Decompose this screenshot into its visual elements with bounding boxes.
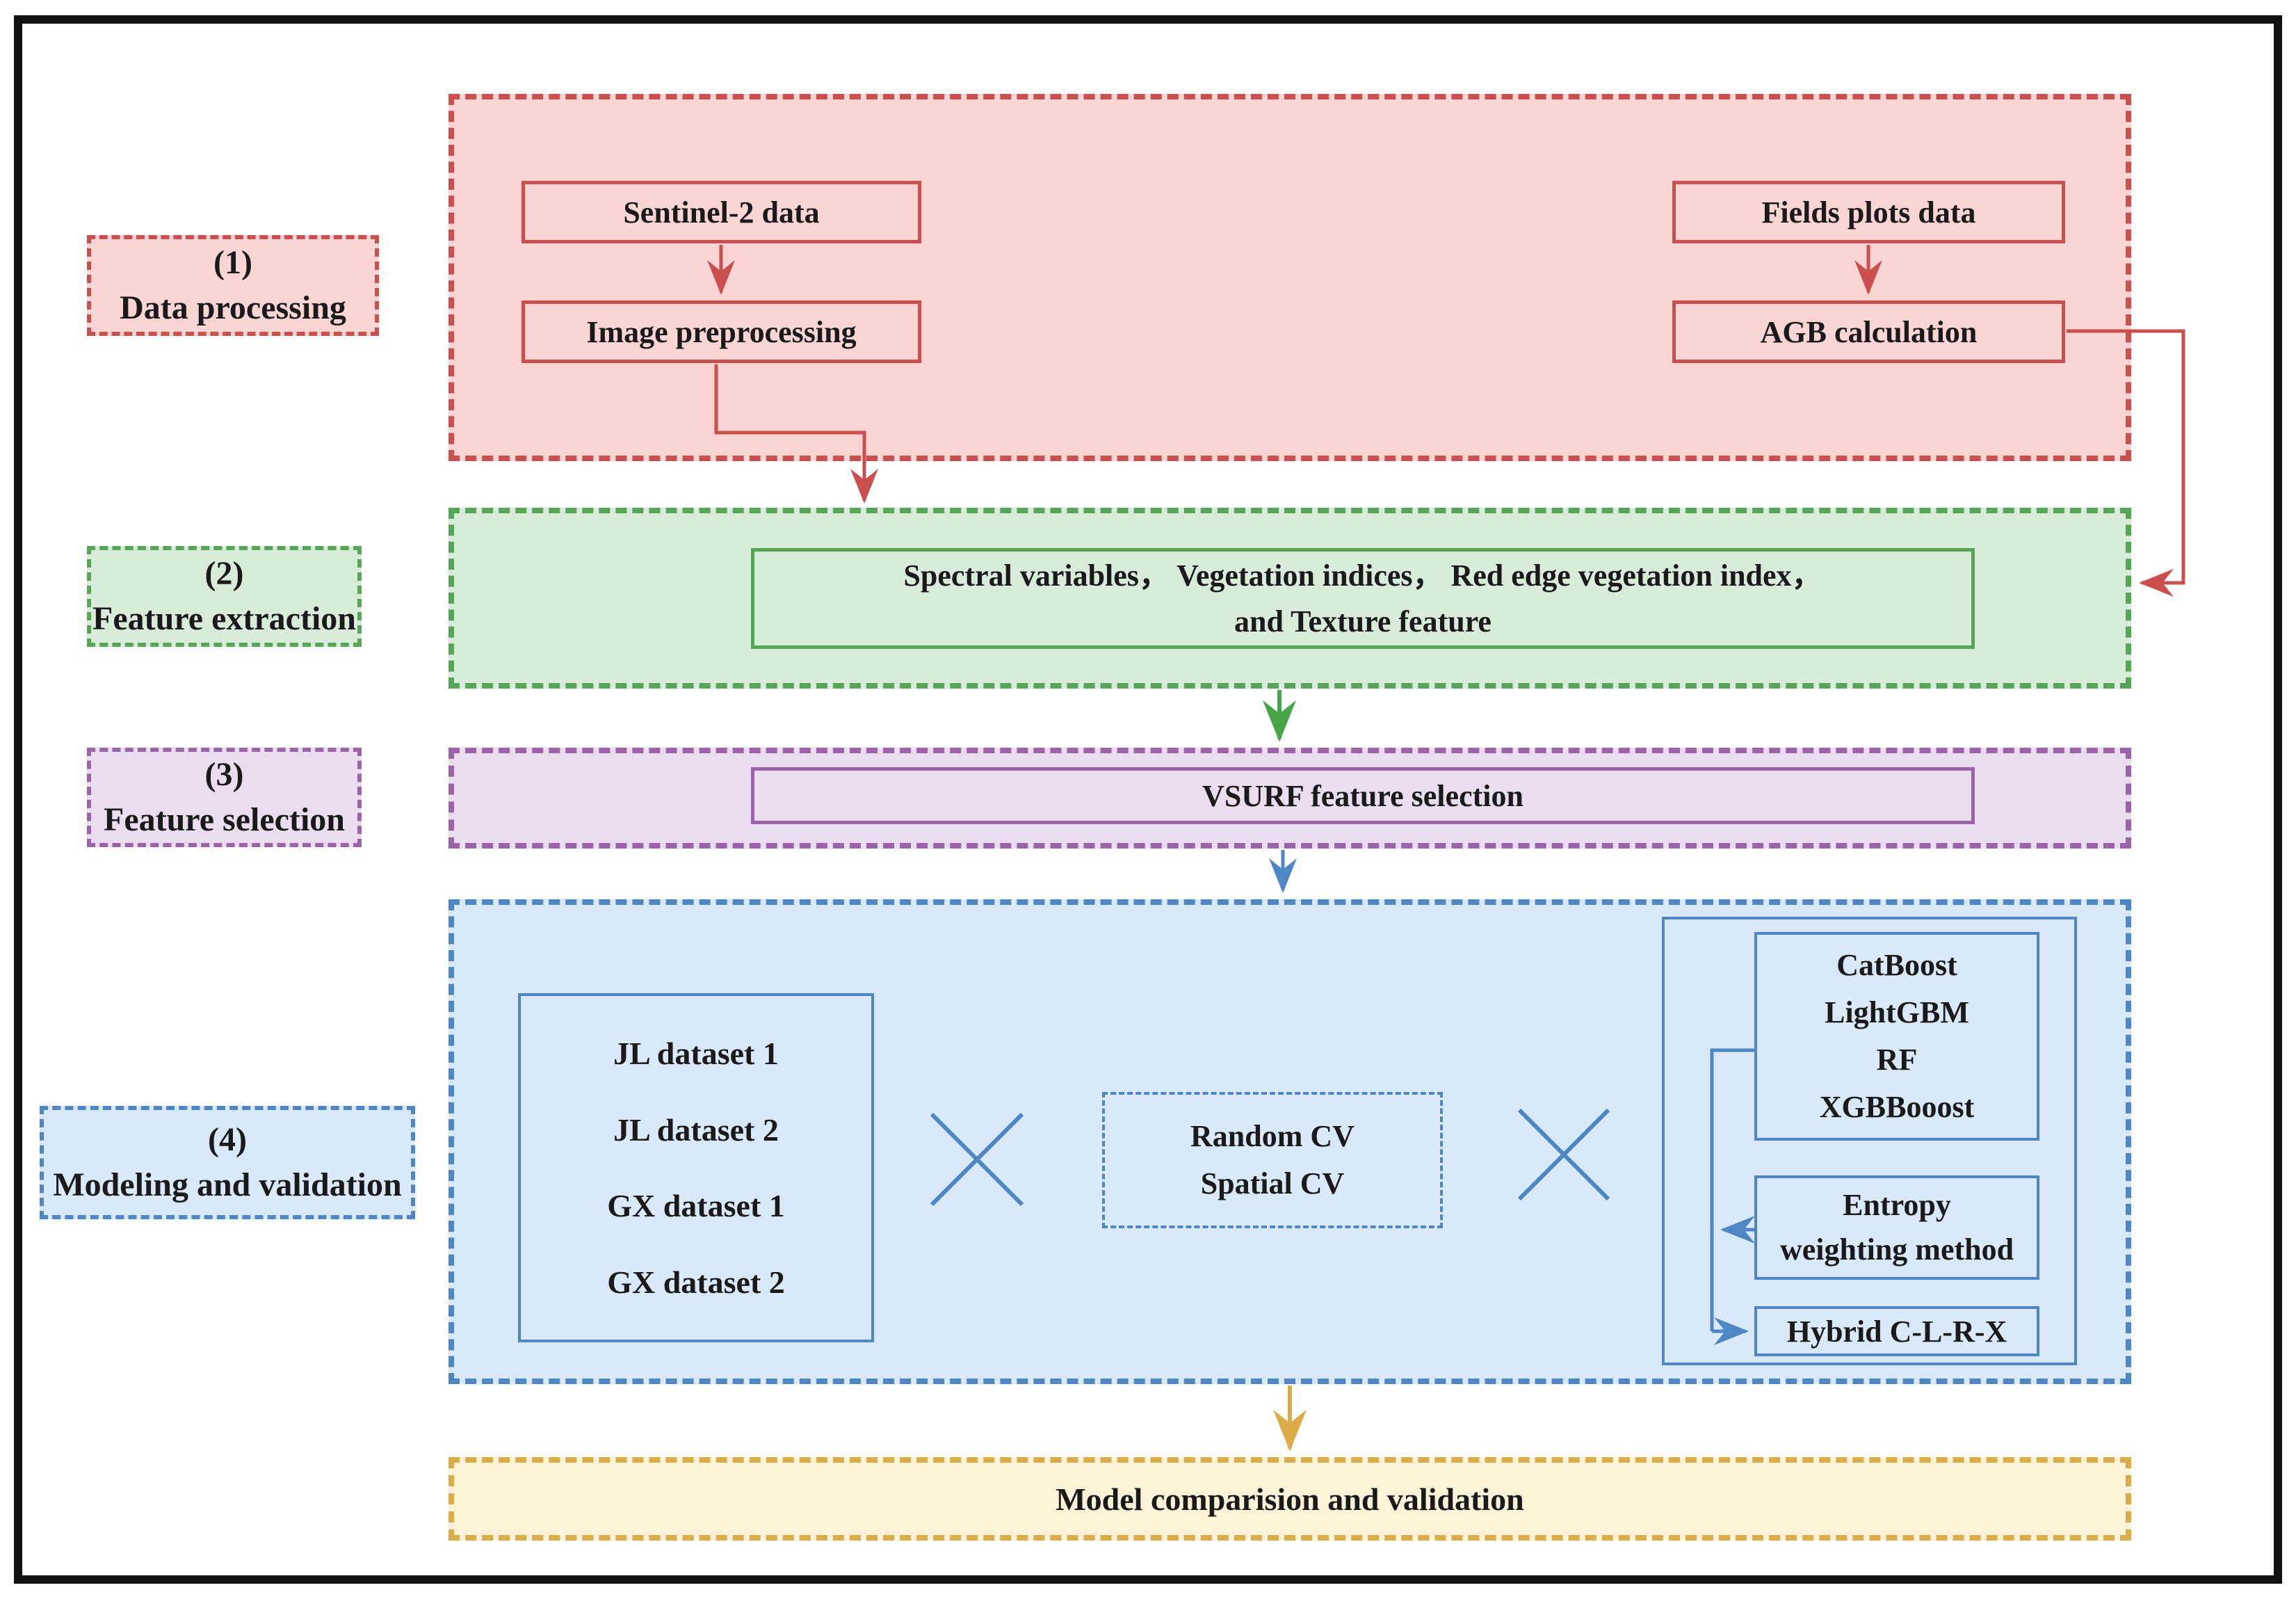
- sentinel2-data-label: Sentinel-2 data: [623, 195, 820, 230]
- model-item: LightGBM: [1825, 995, 1969, 1029]
- entropy-weighting-box: Entropy weighting method: [1754, 1175, 2039, 1280]
- features-line1: Spectral variables， Vegetation indices， …: [903, 558, 1822, 593]
- fields-plots-data-label: Fields plots data: [1761, 195, 1976, 230]
- extracted-features-box: Spectral variables， Vegetation indices， …: [751, 548, 1975, 649]
- model-item: CatBoost: [1836, 947, 1957, 982]
- hybrid-model-label: Hybrid C-L-R-X: [1786, 1314, 2007, 1349]
- agb-calculation-label: AGB calculation: [1760, 314, 1978, 349]
- stage-label-data-processing: (1) Data processing: [87, 235, 379, 336]
- stage-name: Data processing: [120, 289, 346, 326]
- cross-validation-box: Random CV Spatial CV: [1102, 1092, 1443, 1228]
- model-item: RF: [1876, 1042, 1918, 1077]
- image-preprocessing-box: Image preprocessing: [522, 300, 921, 363]
- features-line2: and Texture feature: [1234, 604, 1491, 638]
- stage-label-feature-extraction: (2) Feature extraction: [87, 546, 362, 647]
- data-processing-region: [448, 94, 2131, 461]
- image-preprocessing-label: Image preprocessing: [586, 314, 857, 349]
- figure-border: [14, 15, 2282, 1584]
- vsurf-feature-selection-box: VSURF feature selection: [751, 767, 1975, 824]
- stage-label-feature-selection: (3) Feature selection: [87, 748, 362, 847]
- hybrid-model-box: Hybrid C-L-R-X: [1754, 1306, 2039, 1356]
- dataset-item: JL dataset 2: [613, 1111, 779, 1148]
- dataset-item: JL dataset 1: [613, 1036, 779, 1072]
- cv-item: Spatial CV: [1200, 1166, 1345, 1200]
- stage-name: Feature extraction: [92, 600, 356, 637]
- dataset-item: GX dataset 2: [607, 1264, 785, 1300]
- dataset-item: GX dataset 1: [607, 1188, 785, 1224]
- agb-calculation-box: AGB calculation: [1672, 300, 2065, 363]
- model-comparison-box: Model comparision and validation: [448, 1457, 2131, 1541]
- vsurf-label: VSURF feature selection: [1202, 778, 1523, 813]
- entropy-line1: Entropy: [1843, 1188, 1951, 1223]
- base-models-box: CatBoost LightGBM RF XGBBooost: [1754, 932, 2039, 1141]
- stage-name: Modeling and validation: [53, 1166, 402, 1203]
- stage-number: (4): [208, 1120, 247, 1158]
- fields-plots-data-box: Fields plots data: [1672, 181, 2065, 243]
- stage-number: (1): [213, 243, 252, 281]
- entropy-line2: weighting method: [1779, 1232, 2014, 1267]
- cv-item: Random CV: [1190, 1118, 1355, 1153]
- stage-name: Feature selection: [104, 801, 345, 838]
- datasets-box: JL dataset 1 JL dataset 2 GX dataset 1 G…: [518, 993, 874, 1342]
- model-comparison-label: Model comparision and validation: [1056, 1481, 1524, 1517]
- stage-number: (3): [204, 755, 244, 793]
- model-item: XGBBooost: [1819, 1089, 1975, 1124]
- stage-label-modeling-validation: (4) Modeling and validation: [40, 1106, 415, 1219]
- sentinel2-data-box: Sentinel-2 data: [522, 181, 921, 243]
- stage-number: (2): [204, 554, 244, 592]
